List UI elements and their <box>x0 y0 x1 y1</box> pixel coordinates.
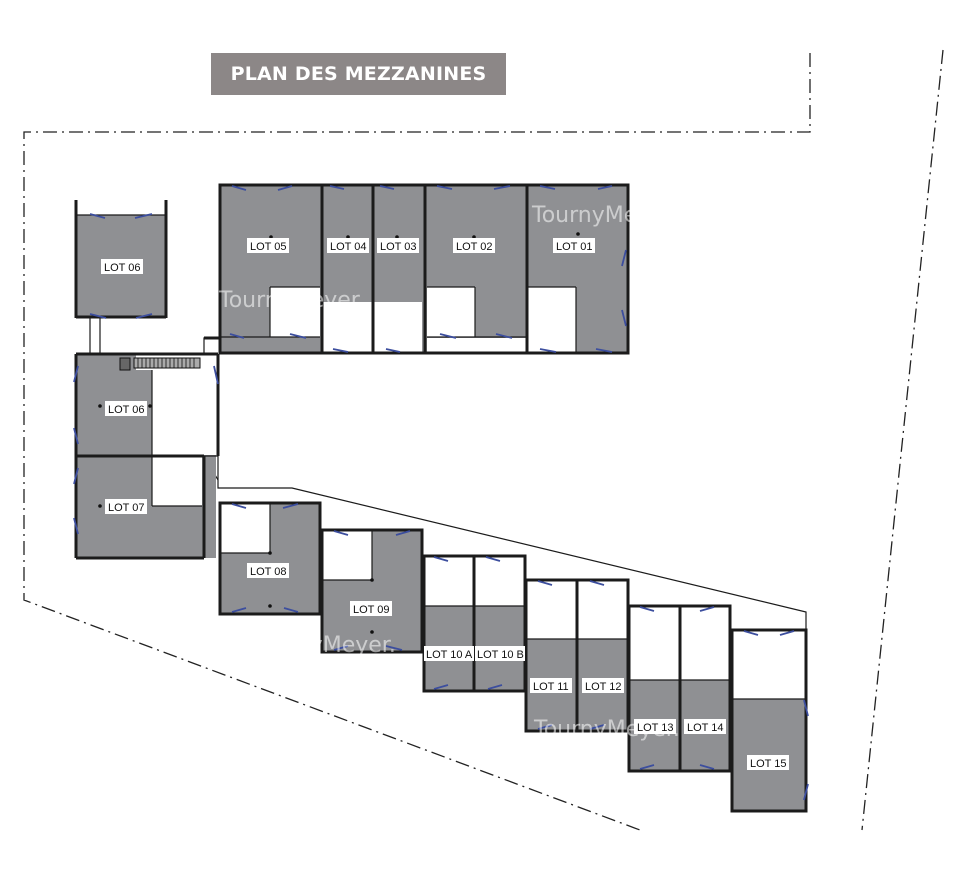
lot-label[interactable]: LOT 10 B <box>477 649 524 661</box>
lot-13-14[interactable] <box>627 604 732 773</box>
lot-label[interactable]: LOT 03 <box>380 241 417 253</box>
lot-08[interactable] <box>218 501 322 616</box>
lot-label[interactable]: LOT 06 <box>108 404 145 416</box>
lot-label[interactable]: LOT 04 <box>330 241 367 253</box>
site-boundary-east <box>861 49 944 831</box>
lot-label[interactable]: LOT 08 <box>250 566 287 578</box>
watermark: TournyMeyer. <box>531 203 678 228</box>
lot-label[interactable]: LOT 10 A <box>426 649 473 661</box>
lot-label[interactable]: LOT 11 <box>533 681 569 693</box>
lot-label[interactable]: LOT 06 <box>104 262 141 274</box>
lot-11-12[interactable] <box>524 578 630 733</box>
west-block <box>73 352 220 560</box>
lot-10[interactable] <box>422 554 527 693</box>
watermark: TournyMeyer. <box>249 633 396 658</box>
lot-label[interactable]: LOT 07 <box>108 502 145 514</box>
lot-label[interactable]: LOT 09 <box>353 604 390 616</box>
lot-label[interactable]: LOT 05 <box>250 241 287 253</box>
top-block <box>204 183 630 355</box>
plan-title-banner: PLAN DES MEZZANINES <box>211 53 506 95</box>
lot-labels: LOT 06 LOT 05 LOT 04 LOT 03 LOT 02 LOT 0… <box>101 238 789 770</box>
lot-label[interactable]: LOT 12 <box>585 681 622 693</box>
lot-09[interactable] <box>320 528 424 654</box>
lot-label[interactable]: LOT 01 <box>556 241 593 253</box>
watermark: TournyMeyer. <box>218 288 365 313</box>
staircase <box>133 357 201 369</box>
lot-15[interactable] <box>730 628 809 813</box>
lot-label[interactable]: LOT 13 <box>637 722 674 734</box>
site-boundary <box>23 53 811 831</box>
lot-label[interactable]: LOT 15 <box>750 758 787 770</box>
plan-title: PLAN DES MEZZANINES <box>230 63 487 85</box>
lot-label[interactable]: LOT 14 <box>687 722 724 734</box>
lot-label[interactable]: LOT 02 <box>456 241 493 253</box>
